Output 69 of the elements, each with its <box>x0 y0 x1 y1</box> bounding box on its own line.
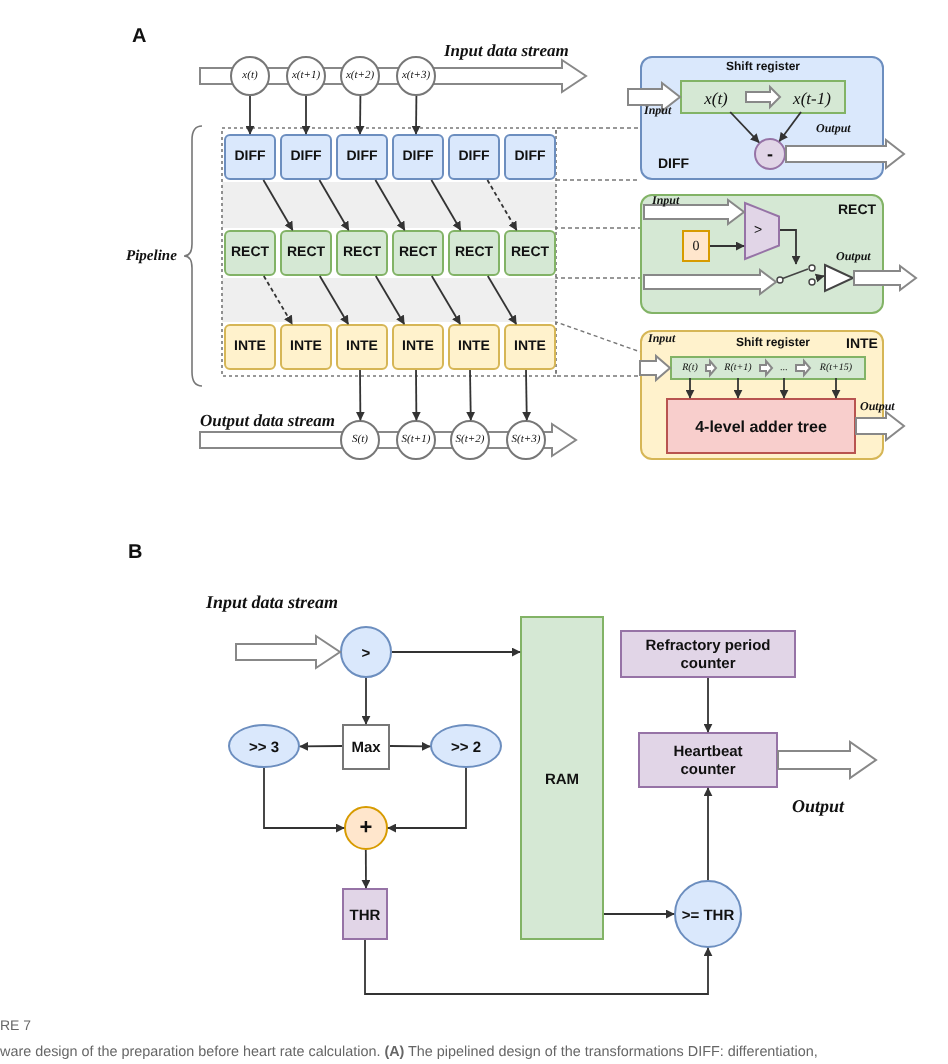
arrow <box>779 229 801 265</box>
arrow <box>778 111 802 143</box>
hollow-arrow <box>777 740 878 780</box>
subtractor-circle: - <box>754 138 786 170</box>
arrow <box>430 275 462 325</box>
hollow-arrow <box>639 353 672 383</box>
arrow <box>685 377 695 399</box>
arrow <box>486 275 518 325</box>
hollow-arrow <box>235 634 342 670</box>
panel-letter: B <box>128 542 143 564</box>
arrow <box>703 787 713 881</box>
arrow <box>318 179 350 231</box>
arrow <box>709 241 745 251</box>
arrow <box>486 179 518 231</box>
arrow <box>603 909 675 919</box>
arrow <box>263 767 345 833</box>
zoom-line <box>555 127 641 135</box>
zoom-line <box>555 369 641 377</box>
arrow <box>374 275 406 325</box>
adder-tree-box: 4-level adder tree <box>666 398 856 454</box>
arrow <box>318 275 350 325</box>
edge-label: Output <box>792 796 845 816</box>
arrow <box>389 741 431 751</box>
panel-letter: A <box>132 26 147 48</box>
stream-label: Output data stream <box>200 410 336 430</box>
arrow <box>387 767 467 833</box>
arrow <box>299 741 343 751</box>
arrow <box>361 677 371 725</box>
hollow-arrow <box>785 137 906 171</box>
arrow <box>262 179 294 231</box>
arrow <box>522 369 532 421</box>
arrow <box>814 273 825 283</box>
arrow <box>411 95 421 135</box>
arrow <box>301 95 311 135</box>
hollow-arrow <box>759 358 774 378</box>
arrow <box>411 369 421 421</box>
arrow <box>364 939 713 995</box>
zoom-line <box>555 227 641 231</box>
zoom-line <box>555 321 641 353</box>
register-cell-label: x(t) <box>686 82 746 112</box>
hollow-arrow <box>795 358 812 378</box>
arrow <box>361 849 371 889</box>
zoom-line <box>555 275 641 279</box>
arrow <box>355 95 365 135</box>
hollow-arrow <box>745 84 782 110</box>
arrow <box>703 677 713 733</box>
arrow <box>262 275 294 325</box>
register-cell-label: x(t-1) <box>780 82 844 112</box>
hollow-arrow <box>855 409 906 443</box>
arrow <box>430 179 462 231</box>
arrow <box>831 377 841 399</box>
arrow <box>733 377 743 399</box>
arrow <box>779 377 789 399</box>
hollow-arrow <box>705 358 718 378</box>
stream-label: Input data stream <box>444 40 569 60</box>
arrow <box>245 95 255 135</box>
hollow-arrow <box>853 264 918 292</box>
detail-panel <box>640 56 884 180</box>
adder-circle: + <box>344 806 388 850</box>
arrow <box>355 369 365 421</box>
arrow <box>729 111 760 144</box>
hollow-arrow <box>643 268 778 296</box>
hollow-arrow <box>643 198 746 226</box>
zoom-line <box>555 179 641 181</box>
hollow-arrow <box>627 80 682 114</box>
arrow <box>374 179 406 231</box>
arrow <box>466 369 476 421</box>
edge-label: Input data stream <box>206 592 339 612</box>
arrow <box>391 647 521 657</box>
